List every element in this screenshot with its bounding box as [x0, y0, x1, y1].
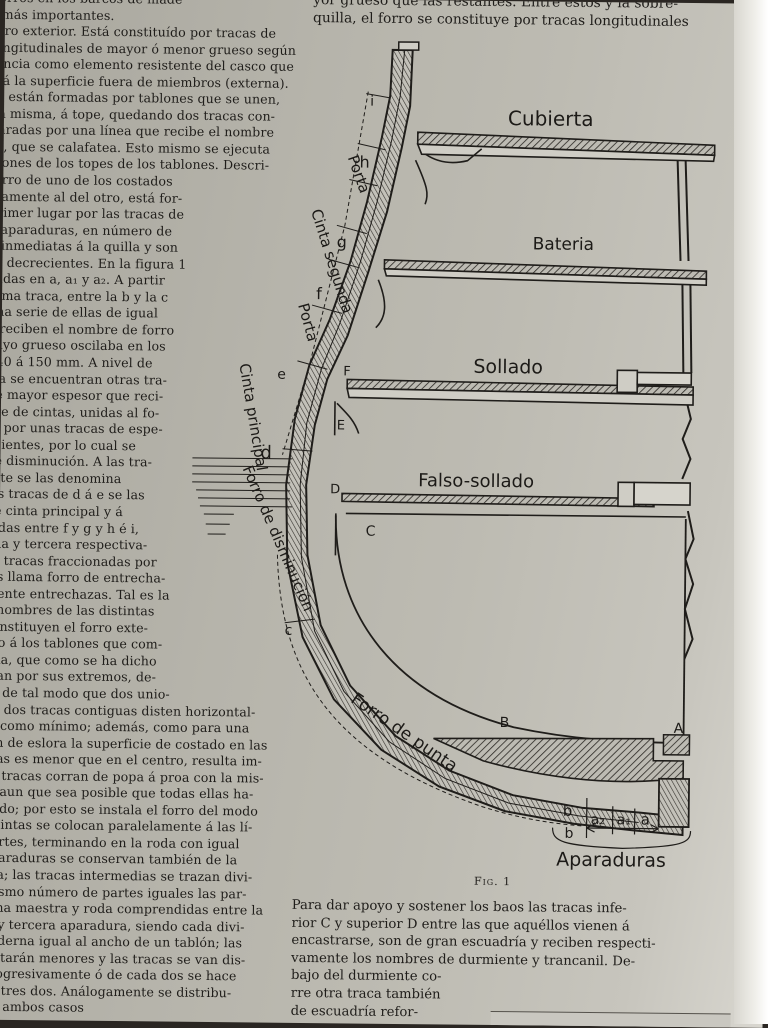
- keel-letter: a₂: [591, 812, 605, 828]
- strake-letter: i: [370, 94, 374, 110]
- stringer-letter: C: [366, 524, 376, 540]
- keel: [659, 779, 690, 827]
- keel-letter: a₁: [617, 812, 631, 828]
- strake-letter: c: [285, 623, 293, 639]
- deck-label-sollado: Sollado: [473, 356, 543, 379]
- strake-letter: f: [316, 284, 322, 303]
- right-top-text: yor grueso que las restantes. Entre esto…: [313, 0, 753, 32]
- hull-section-figure: Cubierta Bateria Sollado Falso-sollado i…: [182, 34, 731, 878]
- text-line: En ambos casos: [0, 999, 291, 1019]
- figure-caption: Fig. 1: [474, 875, 511, 888]
- keel-label-aparaduras: Aparaduras: [556, 849, 666, 872]
- deck-beams: [342, 131, 715, 517]
- side-label-porta-lower: Porta: [294, 301, 322, 343]
- strake-letter: e: [277, 367, 286, 383]
- keel-letter: a: [641, 811, 650, 829]
- side-label-cinta-principal: Cinta principal: [235, 362, 271, 472]
- keelson: [433, 736, 683, 782]
- right-bottom-text: Para dar apoyo y sostener los baos las t…: [291, 897, 752, 1025]
- strake-letter: b: [563, 802, 573, 820]
- deck-label-bateria: Bateria: [533, 234, 595, 255]
- hull-section-drawing: Cubierta Bateria Sollado Falso-sollado i…: [182, 34, 731, 878]
- text-line: quilla, el forro se constituye por traca…: [313, 9, 753, 32]
- side-label-cinta-segunda: Cinta segunda: [307, 207, 357, 316]
- stringer-letter: D: [330, 482, 340, 497]
- stringer-letter: E: [337, 418, 345, 433]
- stringer-letter: A: [674, 721, 684, 737]
- keel-letter: b: [564, 826, 573, 842]
- stringer-letter: F: [343, 364, 351, 379]
- stringer-letter: B: [500, 715, 510, 731]
- deck-label-falso-sollado: Falso-sollado: [418, 470, 534, 492]
- next-figure-edge: [490, 1011, 730, 1028]
- page-gutter: [734, 0, 768, 1024]
- hull-planking: [283, 49, 691, 835]
- deck-label-cubierta: Cubierta: [508, 106, 594, 131]
